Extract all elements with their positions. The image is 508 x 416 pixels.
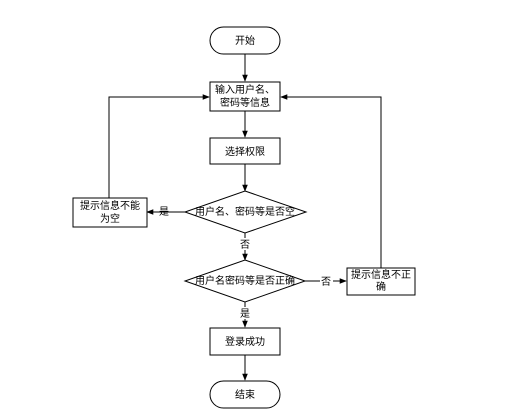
edge-label-correct-yes: 是: [240, 308, 250, 320]
end-label: 结束: [235, 388, 255, 401]
end-node: 结束: [209, 380, 281, 409]
edge-label-empty-yes: 是: [159, 206, 169, 218]
check-empty-node: 用户名、密码等是否空: [183, 190, 308, 234]
edge-wrong-prompt-to-input: [280, 94, 382, 268]
empty-prompt-node: 提示信息不能 为空: [72, 197, 148, 228]
empty-prompt-label-line-1: 提示信息不能: [80, 199, 140, 212]
start-node: 开始: [209, 26, 281, 55]
input-label-line-1: 输入用户名、: [215, 83, 275, 96]
check-correct-label: 用户名密码等是否正确: [195, 274, 295, 287]
empty-prompt-label-line-2: 为空: [100, 212, 120, 225]
check-correct-node: 用户名密码等是否正确: [183, 259, 307, 303]
choose-label: 选择权限: [225, 145, 265, 158]
wrong-prompt-node: 提示信息不正 确: [346, 267, 416, 296]
wrong-prompt-label-line-2: 确: [376, 280, 386, 293]
check-empty-label: 用户名、密码等是否空: [195, 205, 295, 218]
edge-empty-prompt-to-input: [108, 94, 210, 198]
edge-label-empty-no: 否: [240, 239, 250, 251]
success-node: 登录成功: [209, 327, 281, 356]
wrong-prompt-label-line-1: 提示信息不正: [351, 268, 411, 281]
input-node: 输入用户名、 密码等信息: [209, 81, 281, 112]
input-label-line-2: 密码等信息: [220, 96, 270, 109]
success-label: 登录成功: [225, 335, 265, 348]
start-label: 开始: [235, 34, 255, 47]
edge-label-correct-no: 否: [321, 276, 331, 288]
choose-node: 选择权限: [209, 137, 281, 165]
